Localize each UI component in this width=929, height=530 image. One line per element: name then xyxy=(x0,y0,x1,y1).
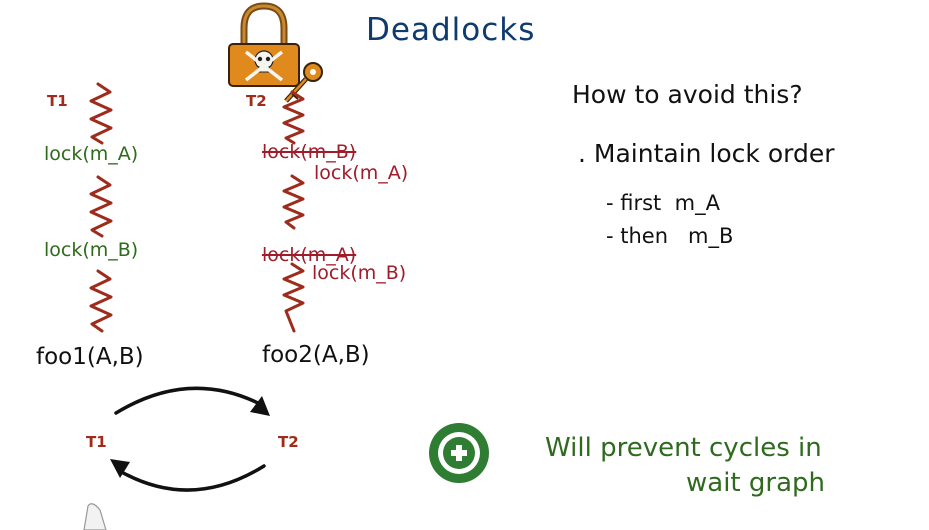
benefit-line-1: Will prevent cycles in xyxy=(545,433,822,463)
t2-function: foo2(A,B) xyxy=(262,342,370,368)
t1-squiggle-2 xyxy=(89,175,113,238)
t1-lock-a: lock(m_A) xyxy=(44,143,139,165)
t2-lock-b: lock(m_B) xyxy=(312,262,407,284)
t1-lock-b: lock(m_B) xyxy=(44,239,139,261)
t2-squiggle-3 xyxy=(282,262,305,333)
pointer-cursor-icon xyxy=(83,503,107,530)
key-icon xyxy=(284,62,323,103)
t2-label: T2 xyxy=(246,92,267,110)
t1-squiggle-1 xyxy=(89,82,113,145)
t2-struck-lock-b: lock(m_B) xyxy=(262,141,357,163)
t1-squiggles xyxy=(89,82,113,333)
arrowhead-to-t2 xyxy=(250,396,270,416)
t1-squiggle-3 xyxy=(89,269,113,333)
t1-function: foo1(A,B) xyxy=(36,344,144,370)
arrow-t2-to-t1 xyxy=(116,464,266,492)
t1-label: T1 xyxy=(47,92,68,110)
question-text: How to avoid this? xyxy=(572,80,803,109)
cycle-arrows xyxy=(114,386,266,492)
arrow-t1-to-t2 xyxy=(114,386,264,415)
benefit-line-2: wait graph xyxy=(686,468,825,498)
page-title: Deadlocks xyxy=(366,12,536,48)
arrowhead-to-t1 xyxy=(110,459,130,478)
t2-struck-lock-a: lock(m_A) xyxy=(262,244,357,266)
t2-squiggles xyxy=(282,90,305,333)
bullet-lock-order: . Maintain lock order xyxy=(578,139,835,168)
padlock-skull-icon xyxy=(228,2,300,87)
cycle-t1-label: T1 xyxy=(86,433,107,451)
plus-circle-icon xyxy=(429,423,489,483)
sub-first: - first m_A xyxy=(606,191,720,215)
sub-then: - then m_B xyxy=(606,224,734,248)
t2-squiggle-1 xyxy=(282,90,305,145)
cycle-t2-label: T2 xyxy=(278,433,299,451)
t2-squiggle-2 xyxy=(282,174,305,230)
t2-lock-a: lock(m_A) xyxy=(314,162,409,184)
